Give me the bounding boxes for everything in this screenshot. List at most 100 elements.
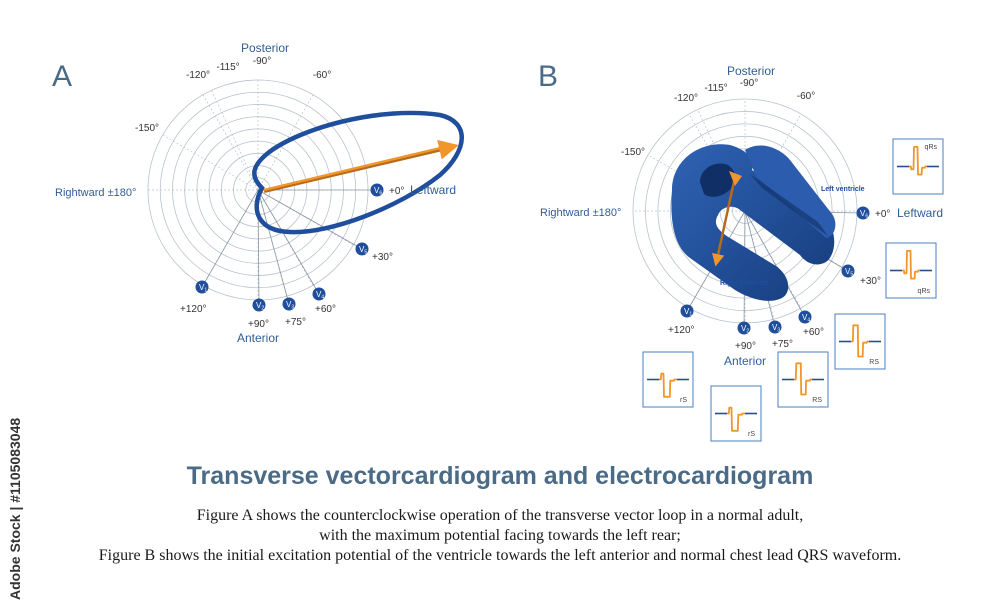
ecg-box-v6: qRs [892, 138, 944, 195]
ecg-box-label: RS [812, 397, 822, 404]
panel-b-angle-p75: +75° [772, 339, 793, 350]
lead-badge-circle [680, 304, 694, 318]
lead-badge-circle [798, 310, 812, 324]
panel-a-angle-p0: +0° [389, 186, 404, 197]
grid-ring [645, 111, 845, 311]
lead-badge-circle [856, 206, 870, 220]
panel-b-leftward-label: Leftward [897, 206, 943, 220]
caption-line-1: Figure A shows the counterclockwise oper… [196, 507, 804, 524]
panel-a-angle-m90: -90° [253, 56, 271, 67]
ecg-qrs-trace [908, 146, 928, 176]
lead-badge-circle [768, 320, 782, 334]
panel-a-angle-m60: -60° [313, 70, 331, 81]
panel-b-angle-p0: +0° [875, 209, 890, 220]
panel-a-angle-p60: +60° [315, 304, 336, 315]
panel-a-angle-p120: +120° [180, 304, 207, 315]
stock-watermark-text: Adobe Stock | #1105083048 [7, 418, 23, 600]
panel-b-left-ventricle-label: Left ventricle [821, 186, 865, 193]
caption-line-3: Figure B shows the initial excitation po… [98, 547, 902, 564]
panel-a-angle-m150: -150° [135, 123, 159, 134]
lead-badge-v5: V5 [355, 242, 369, 256]
lead-badge-v1: V1 [195, 280, 209, 294]
grid-spoke [744, 210, 802, 309]
lead-badge-circle [195, 280, 209, 294]
panel-b-angle-p60: +60° [803, 327, 824, 338]
panel-a-angle-m115: -115° [216, 62, 239, 73]
lead-badge-label: V1 [199, 283, 207, 294]
lead-axis [201, 189, 259, 288]
lead-badge-label: V1 [684, 307, 692, 318]
ecg-box-label: rS [748, 431, 755, 438]
panel-b-angle-m60: -60° [797, 91, 815, 102]
lead-badge-label: V2 [741, 324, 749, 335]
panel-b-arrow-origin [729, 171, 742, 186]
stock-watermark: Adobe Stock | #1105083048 [7, 418, 23, 600]
lead-badge-label: V6 [860, 209, 868, 220]
lead-badge-label: V4 [316, 290, 324, 301]
lead-badge-v5: V5 [841, 264, 855, 278]
lead-axis [744, 210, 806, 318]
ecg-box-v1: rS [710, 385, 762, 442]
panel-b-initial-vector-arrow [712, 176, 737, 267]
grid-ring [657, 123, 833, 299]
ecg-qrs-trace [793, 362, 813, 396]
lead-axis [257, 189, 363, 250]
panel-b-angle-p30: +30° [860, 276, 881, 287]
figure-title: Transverse vectorcardiogram and electroc… [186, 462, 814, 490]
lead-badge-v6: V6 [370, 183, 384, 197]
lead-badge-v1: V1 [680, 304, 694, 318]
ecg-qrs-trace [658, 372, 678, 398]
ecg-box-v2: rS [642, 351, 694, 408]
panel-b-angle-p120: +120° [668, 325, 695, 336]
panel-a-posterior-label: Posterior [241, 41, 289, 55]
lead-badge-v2: V2 [252, 298, 266, 312]
ecg-box-label: qRs [918, 288, 931, 295]
ecg-qrs-trace [850, 324, 870, 358]
lead-badge-label: V3 [772, 323, 780, 334]
ecg-box-v4: RS [834, 313, 886, 370]
caption-line-2: with the maximum potential facing toward… [319, 527, 681, 544]
panel-b-letter: B [538, 60, 558, 93]
panel-b-angle-p90: +90° [735, 341, 756, 352]
panel-b-ventricles-model [671, 144, 836, 301]
panel-b-angle-m120: -120° [674, 93, 698, 104]
lead-badge-v3: V3 [768, 320, 782, 334]
panel-b-rightward-label: Rightward ±180° [540, 207, 621, 219]
lead-badge-label: V4 [802, 313, 810, 324]
ecg-box-label: RS [869, 359, 879, 366]
grid-spoke [211, 90, 259, 191]
lead-badge-v4: V4 [312, 287, 326, 301]
lead-badge-label: V3 [286, 300, 294, 311]
lead-badge-label: V6 [374, 186, 382, 197]
lead-badge-circle [355, 242, 369, 256]
lead-badge-label: V2 [256, 301, 264, 312]
panel-a-angle-p75: +75° [285, 317, 306, 328]
panel-a-vector-loop [252, 110, 464, 235]
ecg-qrs-trace [726, 406, 746, 432]
lead-badge-label: V5 [359, 245, 367, 256]
panel-b-angle-m115: -115° [704, 83, 727, 94]
panel-b-anterior-label: Anterior [724, 354, 766, 368]
panel-a-angle-m120: -120° [186, 70, 210, 81]
panel-b-right-ventricle-label: Right ventricle [720, 280, 769, 287]
lead-badge-v4: V4 [798, 310, 812, 324]
lead-badge-circle [370, 183, 384, 197]
panel-a-anterior-label: Anterior [237, 331, 279, 345]
ecg-box-v5: qRs [885, 242, 937, 299]
lead-badge-circle [252, 298, 266, 312]
lead-badge-v3: V3 [282, 297, 296, 311]
panel-a-letter: A [52, 60, 72, 93]
ecg-box-v3: RS [777, 351, 829, 408]
panel-a-angle-p90: +90° [248, 319, 269, 330]
panel-a-leftward-label: Leftward [410, 183, 456, 197]
ecg-box-label: qRs [925, 144, 938, 151]
panel-b-posterior-label: Posterior [727, 64, 775, 78]
lead-axis [257, 189, 320, 295]
panel-a-angle-p30: +30° [372, 252, 393, 263]
panel-b-angle-m150: -150° [621, 147, 645, 158]
lead-axis [257, 189, 290, 305]
